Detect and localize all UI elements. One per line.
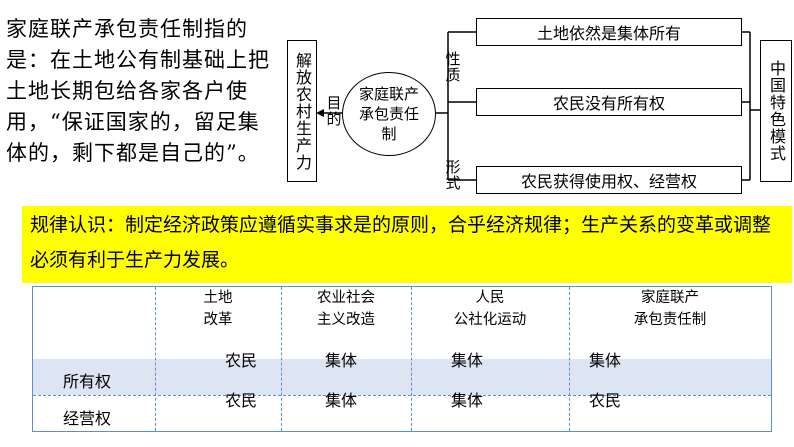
form-label: 形式	[443, 159, 462, 191]
intro-paragraph: 家庭联产承包责任制指的是：在土地公有制基础上把土地长期包给各家各户使用，“保证国…	[6, 17, 270, 165]
row-label-ownership: 所有权	[63, 372, 112, 391]
law-summary: 规律认识：制定经济政策应遵循实事求是的原则，合乎经济规律；生产关系的变革或调整必…	[22, 206, 792, 283]
nature-label: 性质	[443, 51, 462, 83]
cell-management-3: 集体	[451, 391, 484, 410]
center-ellipse: 家庭联产承包责任制	[342, 72, 436, 156]
row-usage-rights: 农民获得使用权、经营权	[476, 166, 742, 194]
cell-ownership-3: 集体	[451, 351, 484, 370]
row-no-ownership: 农民没有所有权	[476, 88, 742, 116]
chinese-model-box: 中国特色模式	[760, 40, 792, 182]
cell-ownership-1: 农民	[225, 351, 258, 370]
cell-management-4: 农民	[589, 391, 622, 410]
cell-management-2: 集体	[325, 391, 358, 410]
row-label-management: 经营权	[63, 409, 112, 428]
liberate-productivity-box: 解放农村生产力	[287, 40, 317, 182]
comparison-table: 土地改革 农业社会主义改造 人民公社化运动 家庭联产承包责任制 所有权 经营权 …	[32, 286, 772, 432]
purpose-label: 目的	[324, 95, 343, 127]
center-label: 家庭联产承包责任制	[358, 85, 419, 143]
header-peoples-commune: 人民公社化运动	[453, 290, 527, 328]
cell-ownership-2: 集体	[325, 351, 358, 370]
cell-ownership-4: 集体	[589, 351, 622, 370]
row-collective-ownership: 土地依然是集体所有	[476, 18, 742, 46]
header-household-responsibility: 家庭联产承包责任制	[633, 290, 707, 328]
header-land-reform: 土地改革	[203, 290, 233, 328]
ownership-band	[33, 359, 771, 395]
header-socialist-transformation: 农业社会主义改造	[317, 290, 375, 328]
cell-management-1: 农民	[225, 391, 258, 410]
